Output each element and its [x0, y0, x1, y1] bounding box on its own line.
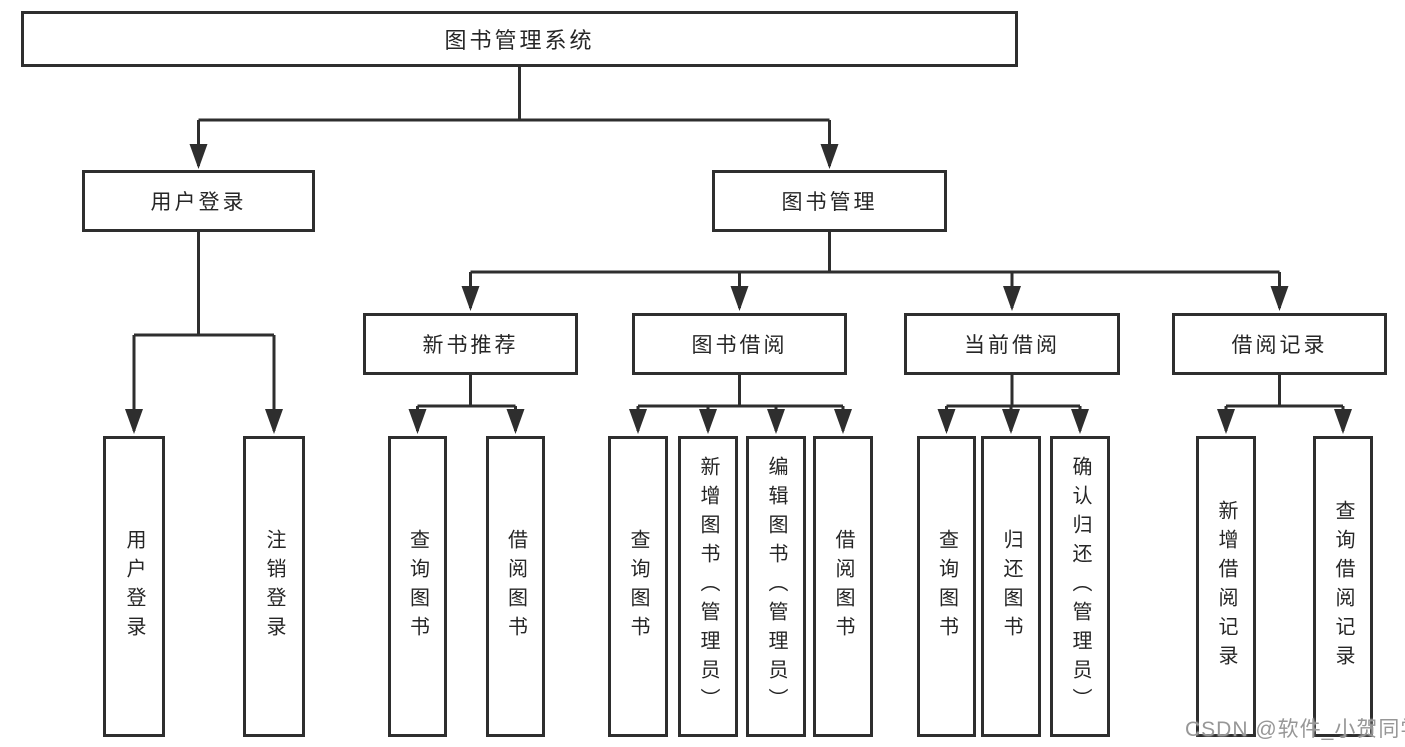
csdn-watermark: CSDN @软件_小贺同学 — [1185, 718, 1405, 741]
node-borrow-records: 借阅记录 — [1172, 313, 1387, 375]
node-user-login: 用户登录 — [82, 170, 315, 232]
leaf-confirm-return-admin-label: 确认归还（管理员） — [1069, 456, 1091, 717]
leaf-add-book-admin-label: 新增图书（管理员） — [697, 456, 719, 717]
leaf-query-books-3-label: 查询图书 — [935, 528, 958, 645]
node-book-management-label: 图书管理 — [781, 191, 878, 214]
leaf-return-books: 归还图书 — [981, 436, 1041, 737]
leaf-query-books-2-label: 查询图书 — [627, 528, 649, 645]
leaf-return-books-label: 归还图书 — [1000, 528, 1022, 645]
node-root-system: 图书管理系统 — [21, 11, 1018, 67]
node-current-borrow: 当前借阅 — [904, 313, 1120, 375]
leaf-borrow-books-1-label: 借阅图书 — [504, 528, 527, 645]
node-book-management: 图书管理 — [712, 170, 947, 232]
node-current-borrow-label: 当前借阅 — [964, 334, 1060, 357]
leaf-add-book-admin: 新增图书（管理员） — [678, 436, 738, 737]
node-book-borrow: 图书借阅 — [632, 313, 847, 375]
leaf-add-borrow-record: 新增借阅记录 — [1196, 436, 1256, 737]
leaf-query-books-3: 查询图书 — [917, 436, 976, 737]
leaf-query-books-1-label: 查询图书 — [406, 528, 429, 645]
leaf-query-books-1: 查询图书 — [388, 436, 447, 737]
leaf-borrow-books-2-label: 借阅图书 — [832, 528, 854, 645]
leaf-add-borrow-record-label: 新增借阅记录 — [1215, 499, 1237, 674]
leaf-edit-book-admin-label: 编辑图书（管理员） — [765, 456, 787, 717]
leaf-user-login-label: 用户登录 — [123, 528, 145, 645]
leaf-query-borrow-record-label: 查询借阅记录 — [1332, 499, 1354, 674]
node-new-book-recommend-label: 新书推荐 — [422, 334, 519, 357]
leaf-borrow-books-2: 借阅图书 — [813, 436, 873, 737]
leaf-confirm-return-admin: 确认归还（管理员） — [1050, 436, 1110, 737]
node-book-borrow-label: 图书借阅 — [691, 334, 788, 357]
leaf-edit-book-admin: 编辑图书（管理员） — [746, 436, 806, 737]
leaf-query-books-2: 查询图书 — [608, 436, 668, 737]
leaf-query-borrow-record: 查询借阅记录 — [1313, 436, 1373, 737]
node-root-system-label: 图书管理系统 — [444, 28, 595, 53]
node-borrow-records-label: 借阅记录 — [1231, 334, 1328, 357]
leaf-logout: 注销登录 — [243, 436, 305, 737]
leaf-borrow-books-1: 借阅图书 — [486, 436, 545, 737]
leaf-logout-label: 注销登录 — [263, 528, 285, 645]
leaf-user-login: 用户登录 — [103, 436, 165, 737]
node-new-book-recommend: 新书推荐 — [363, 313, 578, 375]
node-user-login-label: 用户登录 — [150, 191, 247, 214]
